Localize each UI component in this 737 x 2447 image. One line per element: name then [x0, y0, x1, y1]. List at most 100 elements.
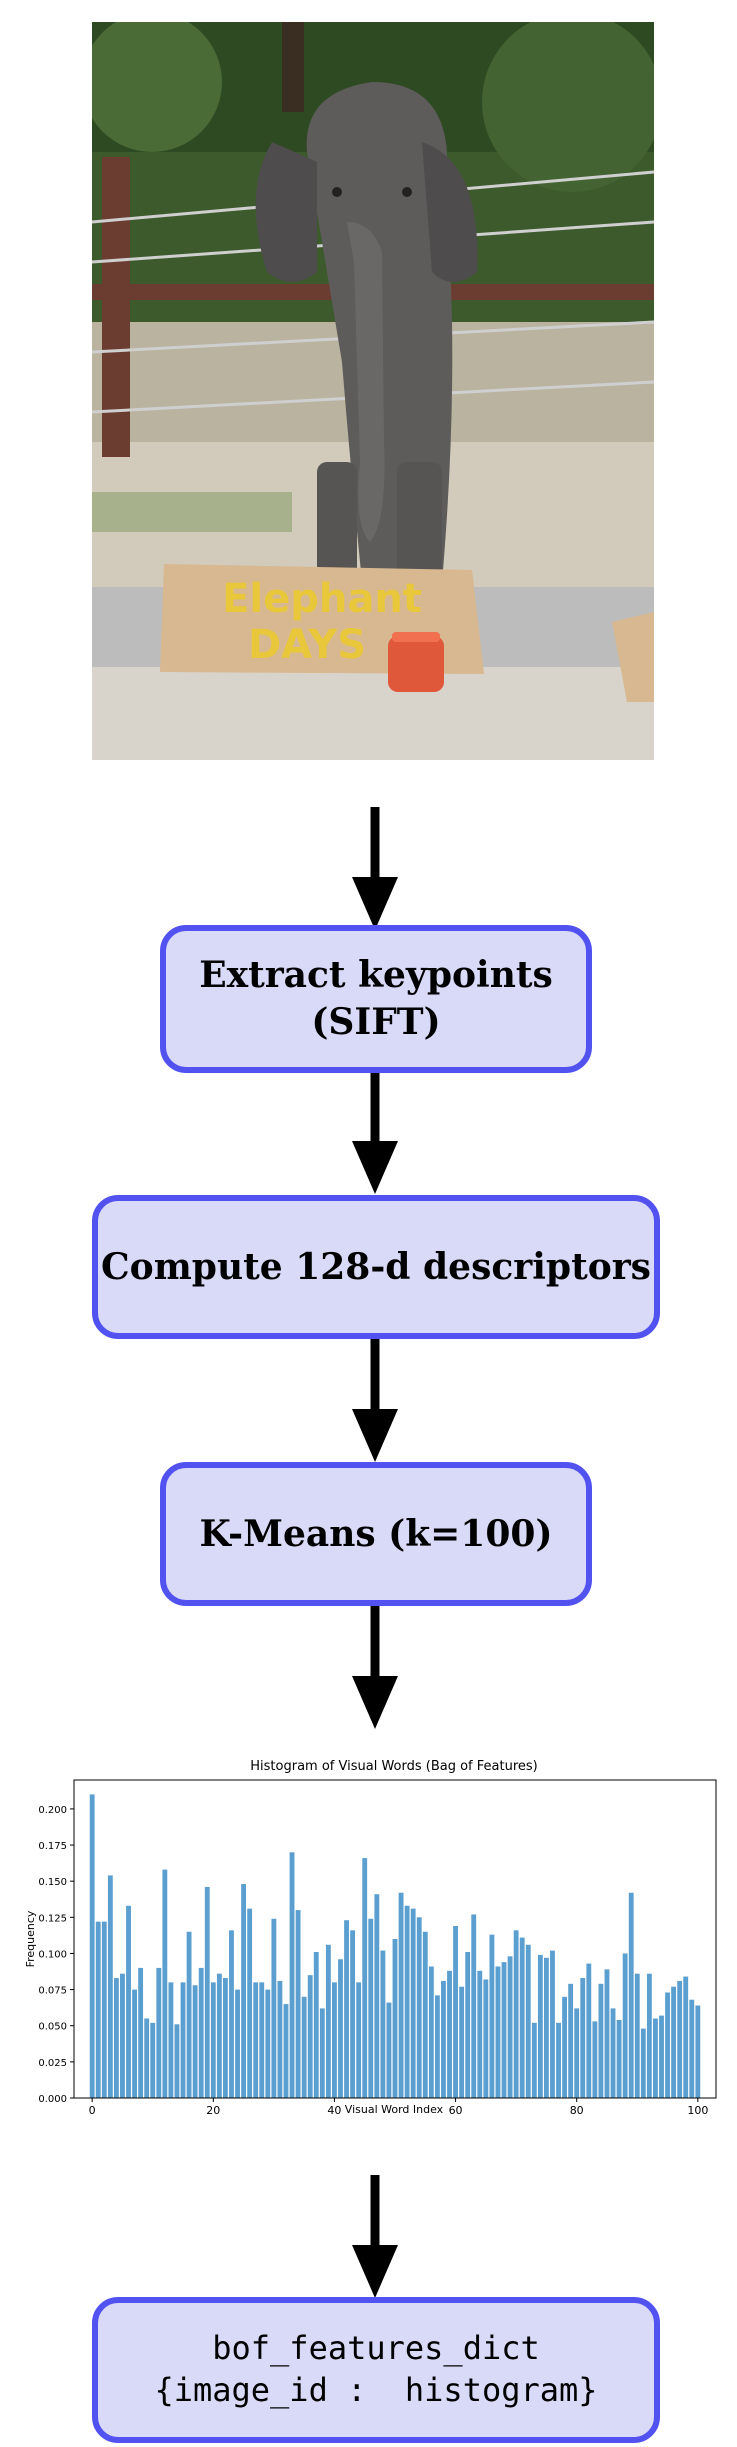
histogram-bar [126, 1905, 131, 2098]
chart-ylabel: Frequency [24, 1910, 37, 1967]
flow-arrow-5 [352, 2175, 398, 2299]
histogram-bar [113, 1978, 119, 2098]
histogram-bar [537, 1954, 543, 2098]
histogram-bar [501, 1962, 507, 2098]
histogram-bar [265, 1989, 271, 2098]
y-tick-label: 0.025 [38, 2058, 67, 2069]
histogram-bar [253, 1982, 259, 2098]
histogram-bar [513, 1930, 519, 2098]
histogram-bar [295, 1910, 301, 2098]
step-compute-descriptors: Compute 128-d descriptors [92, 1195, 660, 1339]
histogram-bar [344, 1920, 349, 2098]
histogram-bar [689, 1999, 695, 2098]
sign-text-line2: DAYS [248, 622, 366, 668]
y-tick-label: 0.200 [38, 1805, 67, 1816]
histogram-bar [107, 1875, 113, 2098]
chart-plot-frame [73, 1779, 717, 2099]
histogram-bar [659, 2015, 664, 2098]
step-extract-keypoints-line1: Extract keypoints [199, 954, 553, 997]
chart-bars [89, 1794, 701, 2098]
histogram-bar [204, 1886, 210, 2098]
bof-histogram-chart: Histogram of Visual Words (Bag of Featur… [10, 1752, 726, 2132]
histogram-bar [368, 1918, 374, 2098]
histogram-bar [634, 1973, 640, 2098]
step-bof-features-dict-line1: bof_features_dict [212, 2329, 540, 2368]
y-tick-label: 0.175 [38, 1841, 67, 1852]
histogram-bar [441, 1980, 446, 2098]
histogram-bar [198, 1967, 204, 2098]
histogram-bar [404, 1905, 410, 2098]
flow-arrow-1 [352, 807, 398, 931]
histogram-bar [186, 1931, 192, 2098]
histogram-bar [556, 2022, 561, 2098]
histogram-bar [338, 1959, 343, 2098]
histogram-bar [592, 2021, 598, 2098]
histogram-bar [271, 1918, 277, 2098]
histogram-bar [138, 1967, 144, 2098]
histogram-bar [562, 1996, 568, 2098]
histogram-bar [392, 1939, 398, 2098]
histogram-bar [550, 1950, 555, 2098]
histogram-bar [150, 2022, 156, 2098]
y-tick-label: 0.050 [38, 2022, 67, 2033]
elephant-photo: Elephant DAYS [92, 22, 654, 760]
histogram-bar [192, 1985, 198, 2098]
histogram-bar [168, 1982, 174, 2098]
histogram-bar [210, 1982, 216, 2098]
histogram-bar [350, 1930, 356, 2098]
histogram-bar [307, 1975, 313, 2098]
histogram-bar [640, 2028, 646, 2098]
histogram-bar [229, 1930, 234, 2098]
histogram-bar [422, 1931, 428, 2098]
histogram-bar [483, 1979, 489, 2098]
sign-text-line1: Elephant [222, 576, 422, 622]
x-tick-label: 20 [206, 2104, 220, 2117]
histogram-bar [410, 1908, 416, 2098]
histogram-bar [519, 1937, 525, 2098]
histogram-bar [332, 1982, 337, 2098]
x-tick-label: 100 [687, 2104, 708, 2117]
histogram-bar [374, 1894, 380, 2098]
step-extract-keypoints: Extract keypoints (SIFT) [160, 925, 592, 1073]
histogram-bar [459, 1986, 465, 2098]
histogram-bar [313, 1952, 319, 2098]
histogram-bar [235, 1989, 240, 2098]
histogram-bar [574, 2008, 580, 2098]
chart-yticks: 0.0000.0250.0500.0750.1000.1250.1500.175… [38, 1805, 74, 2105]
histogram-bar [89, 1794, 95, 2098]
histogram-bar [628, 1892, 634, 2098]
histogram-bar [616, 2019, 622, 2098]
histogram-bar [101, 1921, 107, 2098]
histogram-bar [453, 1925, 458, 2098]
histogram-bar [568, 1983, 574, 2098]
histogram-bar [653, 2018, 658, 2098]
histogram-bar [447, 1970, 452, 2098]
histogram-bar [174, 2024, 180, 2098]
histogram-bar [398, 1892, 404, 2098]
histogram-bar [507, 1956, 513, 2098]
flow-arrow-4 [352, 1606, 398, 1730]
y-tick-label: 0.000 [38, 2094, 67, 2105]
histogram-bar [277, 1980, 283, 2098]
histogram-bar [156, 1967, 162, 2098]
flow-arrow-3 [352, 1339, 398, 1463]
x-tick-label: 80 [570, 2104, 584, 2117]
x-tick-label: 0 [89, 2104, 96, 2117]
y-tick-label: 0.100 [38, 1949, 67, 1960]
x-tick-label: 40 [327, 2104, 341, 2117]
histogram-bar [259, 1982, 265, 2098]
histogram-bar [677, 1980, 683, 2098]
histogram-bar [362, 1858, 368, 2098]
histogram-bar [543, 1957, 549, 2098]
histogram-bar [180, 1982, 186, 2098]
step-extract-keypoints-line2: (SIFT) [311, 1001, 441, 1043]
histogram-bar [380, 1950, 386, 2098]
histogram-bar [301, 1996, 307, 2098]
histogram-bar [610, 2008, 616, 2098]
step-bof-features-dict-line2: {image_id : histogram} [154, 2371, 598, 2409]
histogram-bar [144, 2018, 150, 2098]
histogram-bar [428, 1966, 434, 2098]
histogram-bar [580, 1978, 586, 2098]
histogram-bar [95, 1921, 101, 2098]
histogram-bar [525, 1944, 531, 2098]
